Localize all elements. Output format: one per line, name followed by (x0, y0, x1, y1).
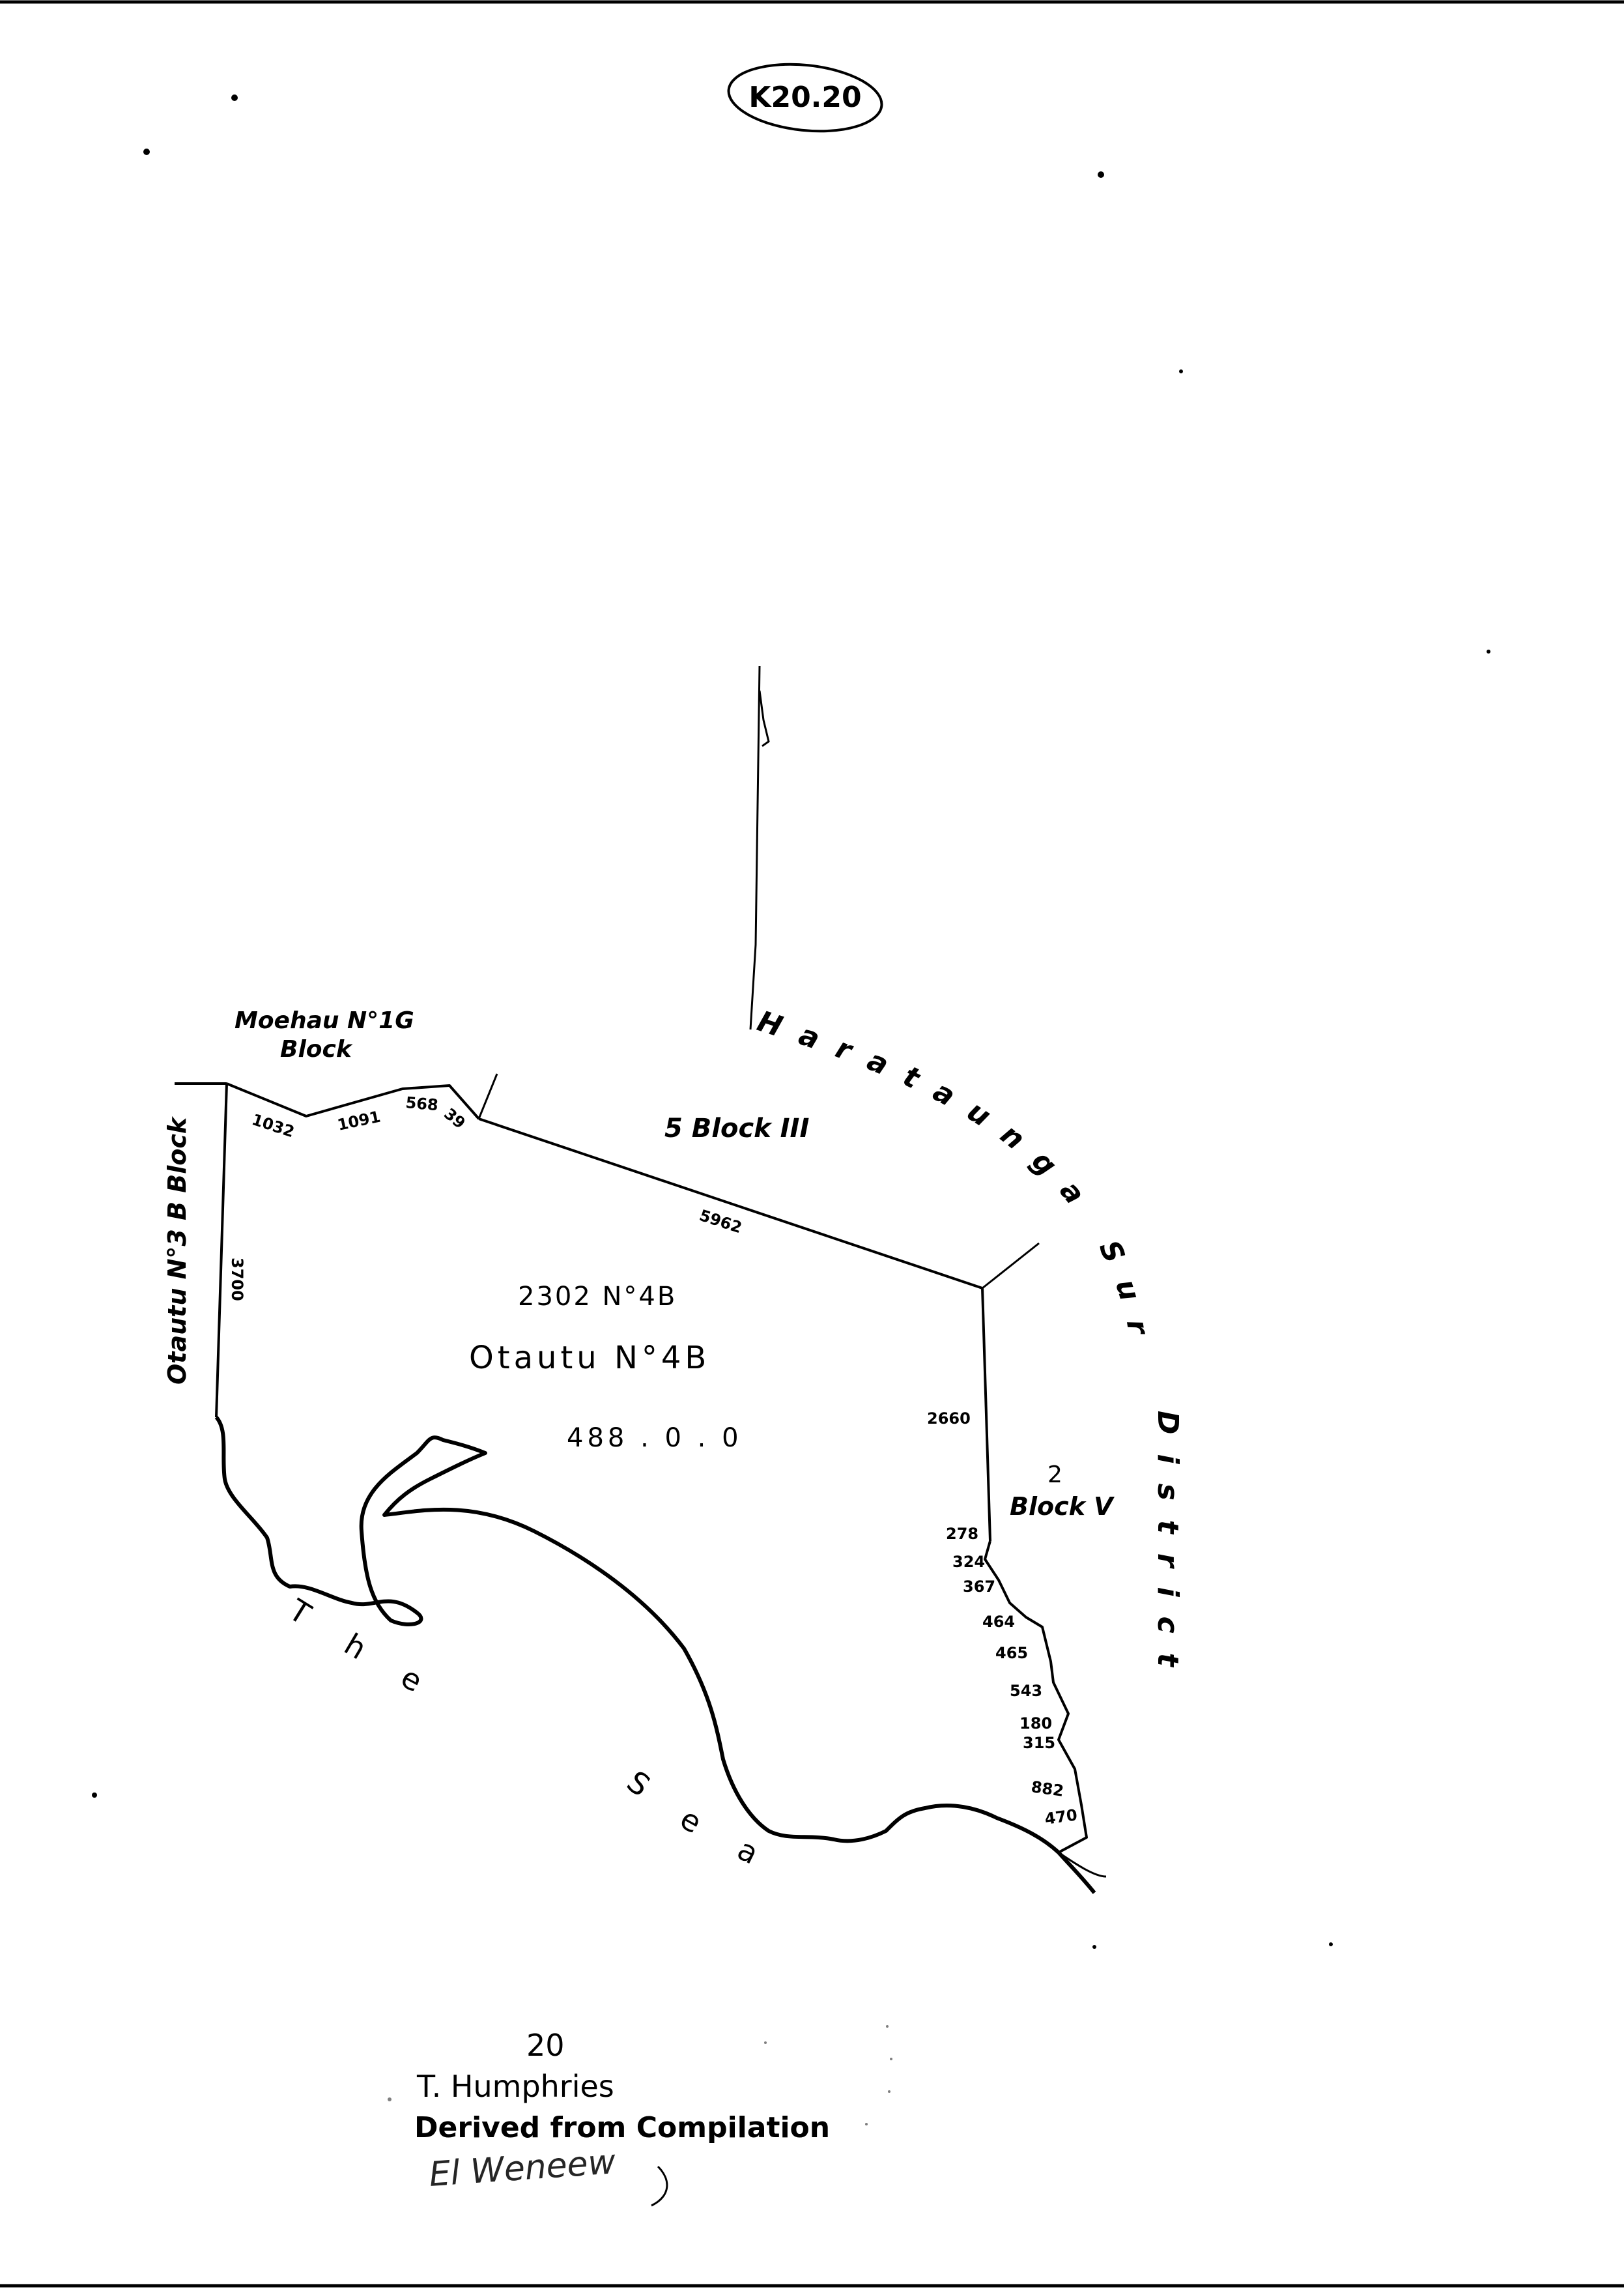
distance-568: 568 (405, 1093, 438, 1114)
distance-5962: 5962 (697, 1206, 744, 1237)
plan-reference-text: K20.20 (748, 81, 861, 114)
distance-1091: 1091 (335, 1108, 382, 1134)
footer-specks (388, 2025, 892, 2125)
distance-367: 367 (963, 1577, 995, 1596)
block-v-label: Block V (1010, 1492, 1115, 1521)
scan-specks (92, 94, 1490, 1949)
surveyor-name: T. Humphries (416, 2069, 614, 2104)
distance-39: 39 (440, 1104, 469, 1132)
moehau-label-line2: Block (280, 1036, 353, 1063)
district-label-2: District (1151, 1411, 1184, 1686)
distance-465: 465 (995, 1644, 1028, 1662)
distance-464: 464 (982, 1613, 1015, 1631)
north-line (749, 665, 770, 1030)
otautu3b-label: Otautu N°3 B Block (163, 1116, 192, 1385)
parcel-boundary (175, 1073, 1107, 1894)
parcel-number: 2302 N°4B (518, 1282, 677, 1312)
distance-324: 324 (952, 1553, 985, 1571)
derivation-note: Derived from Compilation (414, 2111, 830, 2144)
moehau-label-line1: Moehau N°1G (235, 1007, 414, 1034)
distance-2660: 2660 (927, 1409, 971, 1428)
distance-3700: 3700 (228, 1258, 246, 1301)
distance-1032: 1032 (249, 1110, 296, 1141)
parcel-area: 488 . 0 . 0 (567, 1423, 743, 1453)
sea-label-1: The (282, 1592, 469, 1721)
parcel-name: Otautu N°4B (469, 1340, 710, 1376)
signature: El Weneew (428, 2142, 668, 2207)
signature-text: El Weneew (428, 2142, 618, 2195)
distance-180: 180 (1019, 1714, 1052, 1733)
block-iii-label: 5 Block III (664, 1114, 809, 1144)
distance-882: 882 (1030, 1778, 1065, 1800)
sea-label-2: Sea (620, 1764, 806, 1892)
distance-278: 278 (946, 1525, 978, 1543)
distance-470: 470 (1044, 1806, 1079, 1828)
sheet-number: 20 (526, 2028, 565, 2063)
distance-315: 315 (1023, 1734, 1055, 1752)
block-v-number: 2 (1047, 1461, 1062, 1488)
plan-reference: K20.20 (727, 63, 883, 133)
distance-543: 543 (1010, 1682, 1042, 1700)
